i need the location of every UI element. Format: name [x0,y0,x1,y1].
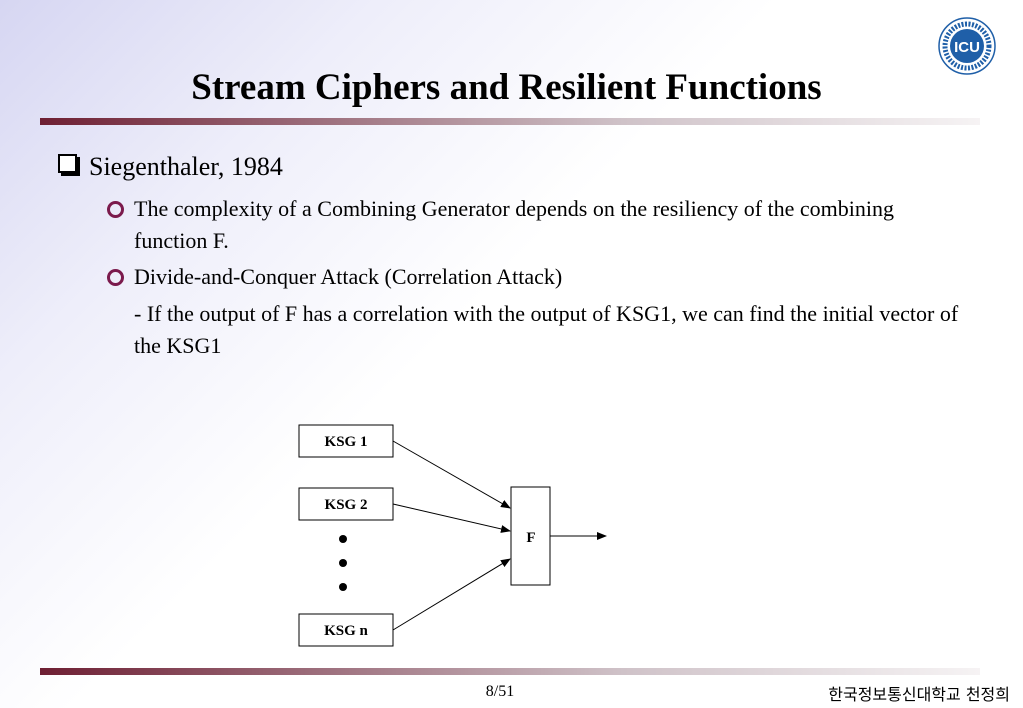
main-bullet: Siegenthaler, 1984 [58,150,283,184]
circle-bullet-icon [107,201,124,218]
slide-title: Stream Ciphers and Resilient Functions [191,67,822,108]
page-number: 8/51 [485,683,515,700]
ksg-1-label: KSG 1 [325,434,368,450]
ellipsis-dot [339,559,347,567]
attack-detail: - If the output of F has a correlation w… [134,301,959,358]
ksg-1-box [298,424,394,458]
footer-divider [40,668,980,675]
sub-bullet-1: The complexity of a Combining Generator … [107,193,954,257]
ksg-n-box [298,613,394,647]
function-f-box [510,486,551,586]
ksg-2-label: KSG 2 [325,497,368,513]
arrow-ksgn-to-f [392,558,511,631]
circle-bullet-icon [107,269,124,286]
arrow-ksg1-to-f [392,440,511,509]
checkbox-bullet-icon [58,154,77,173]
main-bullet-text: Siegenthaler, 1984 [89,152,283,181]
ksg-n-label: KSG n [324,623,368,639]
footer-author: 한국정보통신대학교 천정희 [828,685,1010,704]
icu-seal-icon: ICU [938,17,996,75]
sub-bullet-2: Divide-and-Conquer Attack (Correlation A… [107,261,954,293]
university-logo: ICU [938,17,996,75]
title-divider [40,118,980,125]
ellipsis-dot [339,583,347,591]
sub-bullet-text: The complexity of a Combining Generator … [134,196,895,253]
function-f-label: F [526,530,535,546]
sub-bullet-text: Divide-and-Conquer Attack (Correlation A… [134,264,563,289]
arrow-ksg2-to-f [392,503,511,533]
ellipsis-dot [339,535,347,543]
logo-text: ICU [954,39,980,56]
